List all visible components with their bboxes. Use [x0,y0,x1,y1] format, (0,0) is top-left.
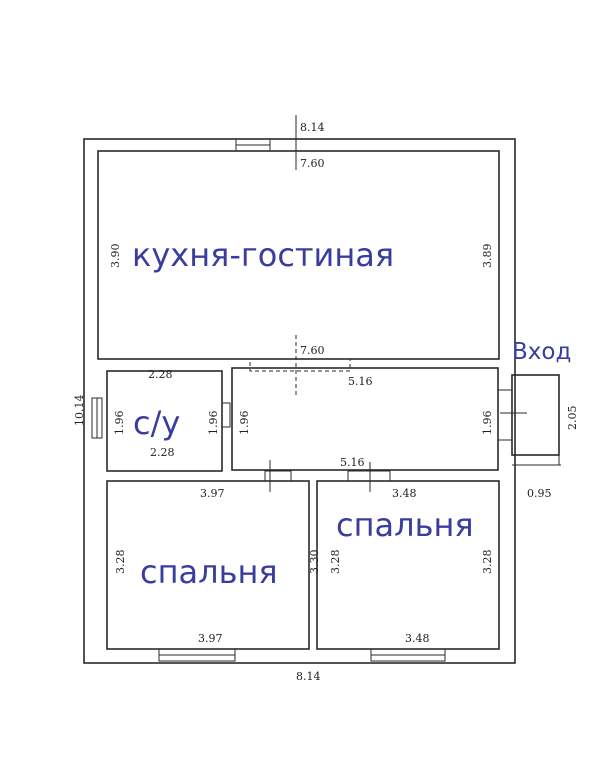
room-label-bedroom-left: спальня [140,553,278,591]
dim-kitchen-left: 3.90 [109,244,122,269]
room-label-entrance: Вход [512,339,571,365]
dim-entrance-height: 2.05 [566,406,579,431]
room-label-bathroom: с/у [133,404,180,442]
bathroom-room [91,370,231,472]
dim-hall-top: 5.16 [348,375,373,388]
dim-bed-right-bottom: 3.48 [405,632,430,645]
dim-hall-bottom: 5.16 [340,456,365,469]
room-label-kitchen-living: кухня-гостиная [132,236,394,274]
dim-bottom-outer: 8.14 [296,670,321,683]
hallway-room [231,335,527,471]
dim-left-total: 10.14 [73,395,86,427]
kitchen-living-room [97,138,500,360]
dim-bed-right-top: 3.48 [392,487,417,500]
dim-kitchen-bottom: 7.60 [300,344,325,357]
dim-top-inner: 7.60 [300,157,325,170]
bedroom-left-room [106,460,310,662]
room-label-bedroom-right: спальня [336,506,474,544]
bedroom-right-room [316,462,500,662]
dim-bath-top: 2.28 [148,368,173,381]
dim-bed-right-right: 3.28 [481,550,494,575]
entrance-porch [511,374,561,466]
dim-hall-left: 1.96 [238,411,251,436]
dim-bed-left-left: 3.28 [114,550,127,575]
dim-kitchen-right: 3.89 [481,244,494,269]
dim-entrance-width: 0.95 [527,487,552,500]
dim-bath-bottom: 2.28 [150,446,175,459]
dim-bath-left: 1.96 [113,411,126,436]
dim-top-outer: 8.14 [300,121,325,134]
dim-bed-right-left: 3.28 [329,550,342,575]
dim-bed-left-bottom: 3.97 [198,632,223,645]
dim-bath-right: 1.96 [207,411,220,436]
dim-bed-left-right: 3.30 [308,550,321,575]
dim-hall-right: 1.96 [481,411,494,436]
dim-bed-left-top: 3.97 [200,487,225,500]
outer-walls [83,138,516,664]
